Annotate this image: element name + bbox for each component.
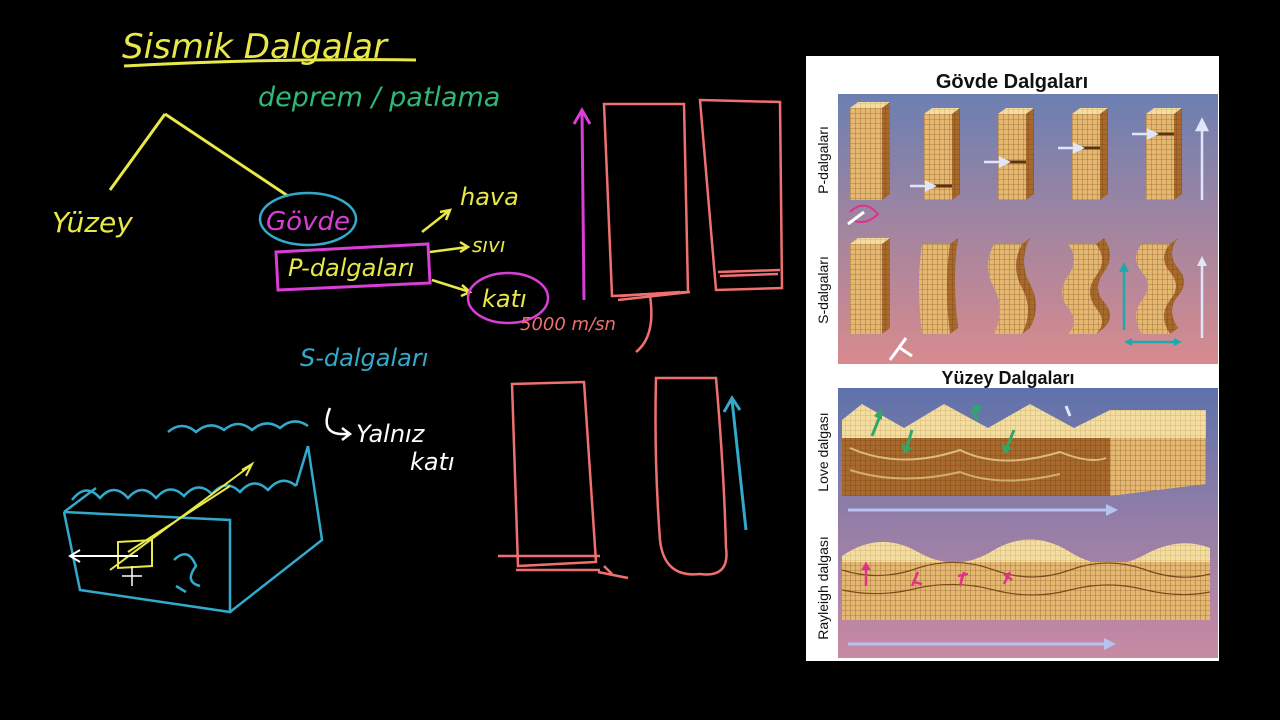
cause-note: deprem / patlama xyxy=(258,82,500,113)
hammer-s-icon xyxy=(888,337,913,361)
body-circle xyxy=(258,191,358,247)
speed-arrow xyxy=(635,295,653,353)
column-sketches xyxy=(498,98,784,580)
inner-sketch xyxy=(109,461,255,571)
arrow-to-liquid xyxy=(429,240,471,254)
title-underline xyxy=(123,58,417,68)
p-up-arrow xyxy=(572,106,592,301)
blackboard: Sismik Dalgalar deprem / patlama Yüzey G… xyxy=(52,27,784,614)
body-waves-title: Gövde Dalgaları xyxy=(936,71,1088,93)
arrow-to-air xyxy=(421,208,453,233)
solid-note: katı xyxy=(482,285,527,313)
p-row-arrows xyxy=(910,117,1210,200)
s-row-arrows xyxy=(1119,256,1207,346)
love-wave-arrows xyxy=(870,405,1072,454)
only-note: Yalnız xyxy=(356,420,426,448)
split-lines xyxy=(108,112,289,198)
body-note: Gövde xyxy=(266,207,350,237)
speed-note: 5000 m/sn xyxy=(520,314,616,335)
s-wave-blocks xyxy=(850,238,1184,334)
water-box-sketch xyxy=(62,420,324,614)
love-wave-side-label: Love dalgası xyxy=(815,412,831,491)
only-arrow xyxy=(325,407,353,441)
air-note: hava xyxy=(460,183,519,211)
hammer-mark-p xyxy=(849,204,880,223)
left-arrow xyxy=(68,549,138,563)
s-waves-side-label: S-dalgaları xyxy=(815,256,831,324)
love-direction-arrow xyxy=(848,504,1118,516)
liquid-note: sıvı xyxy=(472,233,505,257)
swirl-sketch xyxy=(173,553,201,594)
wave-figure: Gövde Dalgaları P-dalgaları S-dalgaları xyxy=(806,56,1219,661)
p-waves-box xyxy=(274,242,432,292)
p-wave-blocks xyxy=(850,102,1182,200)
crosshair-cursor xyxy=(122,566,142,586)
p-waves-side-label: P-dalgaları xyxy=(815,126,831,194)
s-up-arrow xyxy=(722,395,748,531)
p-waves-note: P-dalgaları xyxy=(288,254,414,282)
love-wave-block xyxy=(842,404,1206,496)
rayleigh-wave-arrows xyxy=(861,562,1013,587)
solid-only-note: katı xyxy=(410,448,455,476)
rayleigh-wave-side-label: Rayleigh dalgası xyxy=(815,536,831,640)
surface-waves-title: Yüzey Dalgaları xyxy=(941,368,1074,388)
hammer-p-icon xyxy=(847,210,865,226)
s-waves-note: S-dalgaları xyxy=(300,344,428,372)
rayleigh-direction-arrow xyxy=(848,638,1116,650)
solid-circle xyxy=(466,271,550,325)
surface-note: Yüzey xyxy=(52,206,133,239)
rayleigh-wave-block xyxy=(841,539,1211,620)
arrow-to-solid xyxy=(431,278,473,298)
